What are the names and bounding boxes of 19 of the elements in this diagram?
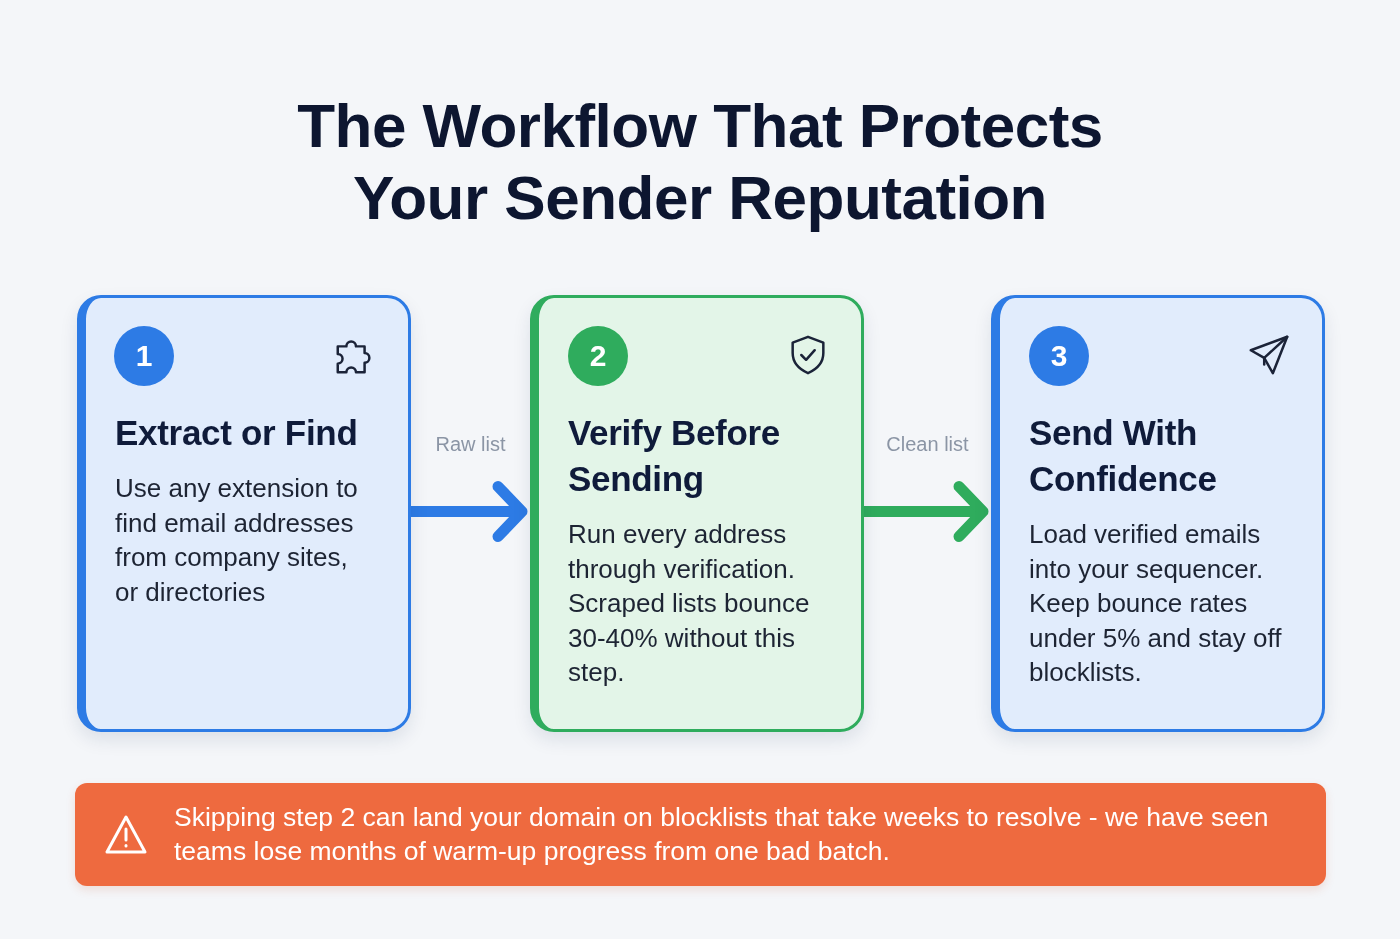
edge-label: Raw list: [435, 431, 506, 456]
arrow: [411, 481, 528, 542]
step-card: [991, 295, 1325, 732]
step-card: [530, 295, 864, 732]
warning-text: Skipping step 2 can land your domain on blocklists that take weeks to resolve - we have seen teams lose months of warm-up progress from one bad batch.: [174, 801, 1270, 868]
step-number-badge: 2: [568, 326, 628, 386]
diagram-title: The Workflow That Protects Your Sender Reputation: [296, 90, 1104, 234]
step-number-badge: 3: [1029, 326, 1089, 386]
step-title: Extract or Find: [115, 412, 359, 454]
step-description: Use any extension to find email addresses from company sites, or directories: [115, 472, 359, 609]
step-title: Verify Before Sending: [568, 412, 782, 500]
warning-banner: [75, 783, 1326, 886]
step-title: Send With Confidence: [1029, 412, 1218, 500]
arrow: [864, 481, 989, 542]
step-description: Run every address through verification. Scraped lists bounce 30-40% without this step.: [568, 518, 811, 689]
step-description: Load verified emails into your sequencer. Keep bounce rates under 5% and stay off blocklists.: [1029, 518, 1283, 689]
edge-label: Clean list: [886, 431, 969, 456]
step-number-badge: 1: [114, 326, 174, 386]
step-card: [77, 295, 411, 732]
